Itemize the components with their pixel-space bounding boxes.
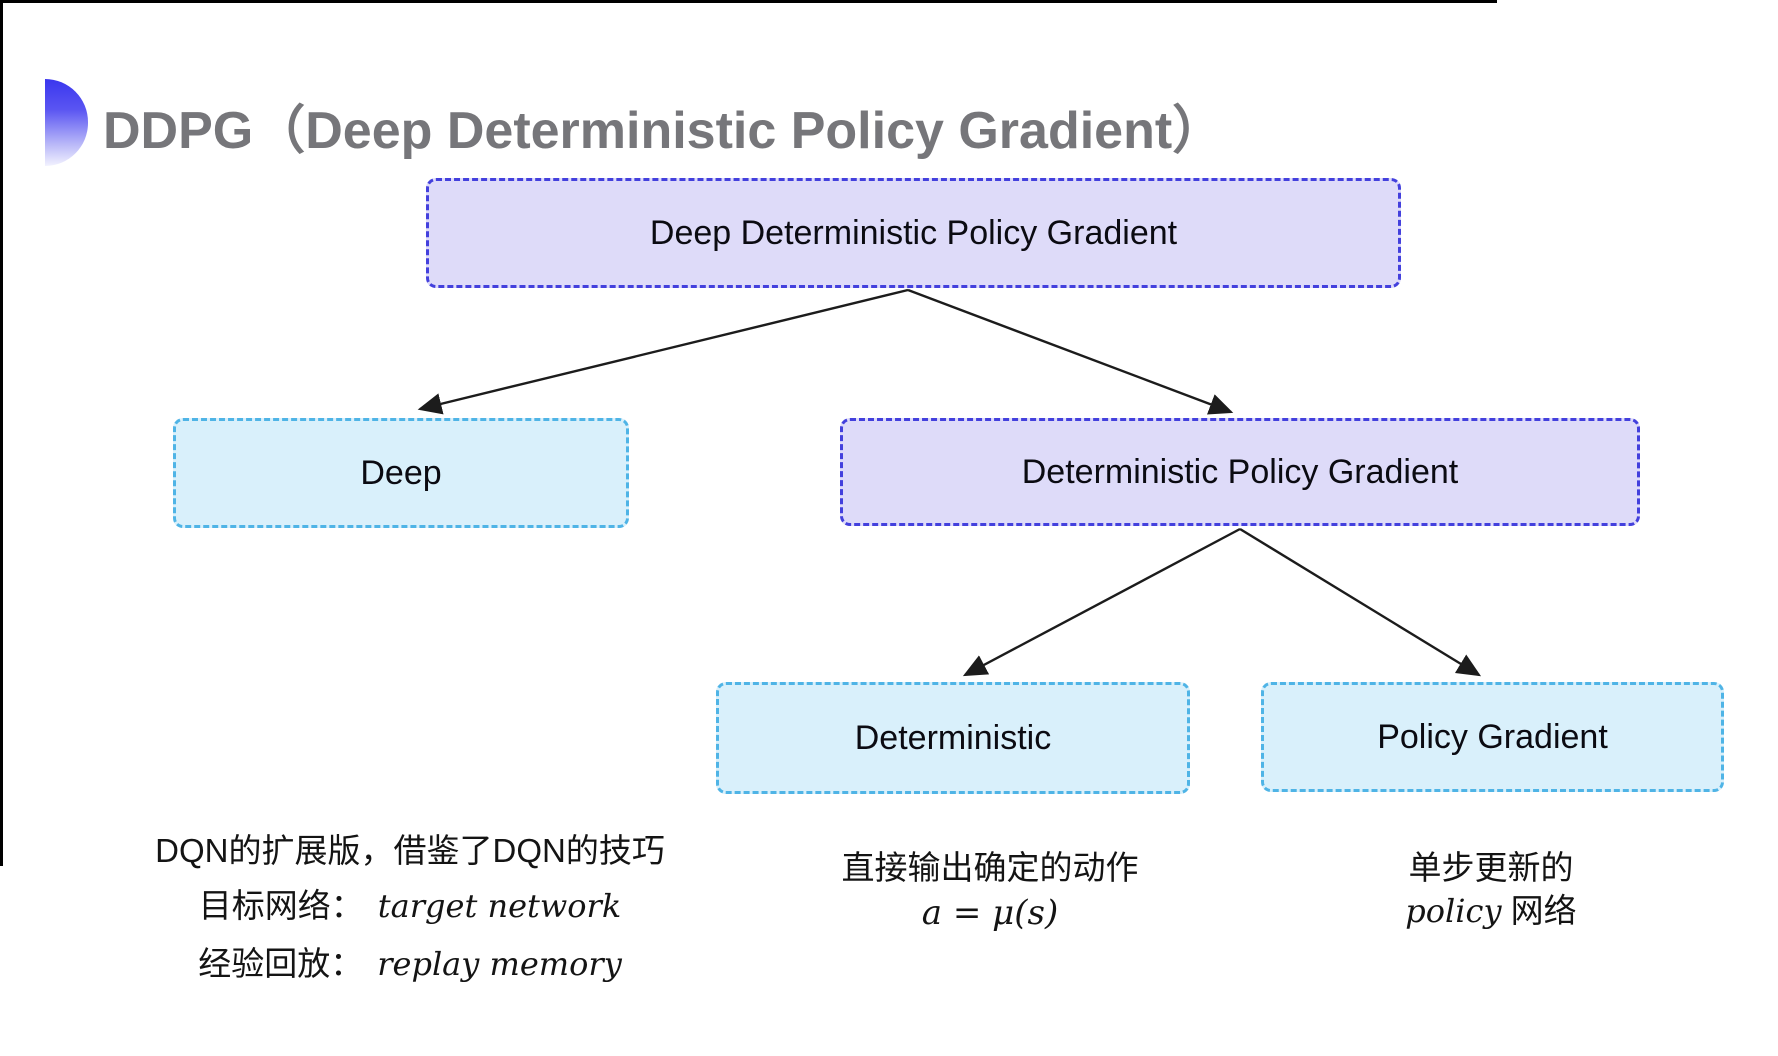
replay-memory-term: replay memory [377, 945, 622, 983]
network-label: 网络 [1501, 892, 1577, 929]
target-network-label: 目标网络： [198, 887, 364, 924]
arrow-dpg-to-deterministic [962, 527, 1241, 677]
note-policy-network: policy 网络 [1291, 892, 1691, 930]
note-policy-gradient: 单步更新的 policy 网络 [1291, 849, 1691, 930]
arrow-root-to-deep [417, 288, 909, 415]
replay-memory-label: 经验回放： [198, 945, 364, 982]
arrow-root-to-dpg [907, 288, 1234, 415]
arrow-dpg-to-policy-gradient [1239, 527, 1482, 677]
node-deterministic-policy-gradient: Deterministic Policy Gradient [840, 418, 1640, 526]
note-deep-summary: DQN的扩展版，借鉴了DQN的技巧 [155, 832, 665, 869]
node-policy-gradient: Policy Gradient [1261, 682, 1724, 792]
note-deep: DQN的扩展版，借鉴了DQN的技巧 目标网络： target network 经验… [110, 832, 710, 983]
note-deep-target-network: 目标网络： target network [110, 887, 710, 925]
node-label: Deterministic [854, 718, 1052, 757]
node-label: Deep Deterministic Policy Gradient [649, 213, 1178, 252]
node-deep-deterministic-policy-gradient: Deep Deterministic Policy Gradient [426, 178, 1401, 288]
node-label: Deep [360, 453, 442, 492]
target-network-term: target network [377, 887, 622, 925]
note-deterministic: 直接输出确定的动作 a = μ(s) [735, 849, 1245, 932]
node-label: Policy Gradient [1377, 717, 1608, 756]
page-title: DDPG（Deep Deterministic Policy Gradient） [103, 102, 1225, 160]
frame-edge-top [0, 0, 1497, 3]
node-deep: Deep [173, 418, 629, 528]
node-deterministic: Deterministic [716, 682, 1190, 794]
note-policy-summary: 单步更新的 [1408, 849, 1574, 886]
deterministic-policy-formula: a = μ(s) [921, 893, 1059, 933]
node-label: Deterministic Policy Gradient [1021, 452, 1459, 491]
note-deep-replay-memory: 经验回放： replay memory [110, 945, 710, 983]
half-circle-bullet-icon [45, 79, 88, 166]
policy-term: policy [1405, 892, 1502, 930]
frame-edge-left [0, 0, 3, 866]
note-deterministic-summary: 直接输出确定的动作 [841, 849, 1139, 886]
